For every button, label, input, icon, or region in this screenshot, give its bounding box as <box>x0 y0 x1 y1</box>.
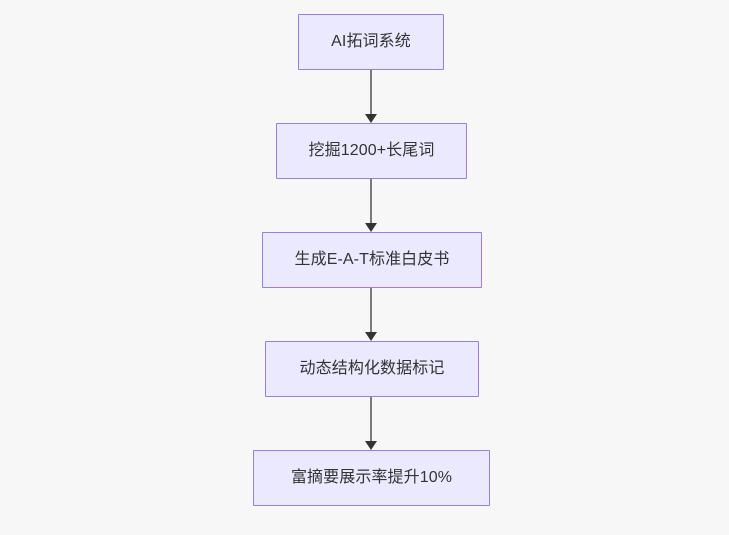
flow-node-4[interactable]: 动态结构化数据标记 <box>265 341 479 397</box>
arrowhead-icon <box>365 114 377 123</box>
flow-node-label: 动态结构化数据标记 <box>299 360 445 377</box>
flow-node-label: 生成E-A-T标准白皮书 <box>294 251 450 268</box>
edge-line <box>370 288 372 332</box>
flow-edge-2 <box>362 179 380 232</box>
flow-node-label: 富摘要展示率提升10% <box>290 469 453 486</box>
flow-node-label: AI拓词系统 <box>331 33 411 50</box>
flow-node-5[interactable]: 富摘要展示率提升10% <box>253 450 490 506</box>
edge-line <box>370 70 372 114</box>
flow-node-2[interactable]: 挖掘1200+长尾词 <box>276 123 467 179</box>
arrowhead-icon <box>365 332 377 341</box>
flow-edge-1 <box>362 70 380 123</box>
arrowhead-icon <box>365 223 377 232</box>
edge-line <box>370 179 372 223</box>
flow-edge-4 <box>362 397 380 450</box>
arrowhead-icon <box>365 441 377 450</box>
edge-line <box>370 397 372 441</box>
flow-edge-3 <box>362 288 380 341</box>
flow-node-1[interactable]: AI拓词系统 <box>298 14 444 70</box>
flow-node-label: 挖掘1200+长尾词 <box>308 142 435 159</box>
flow-node-3[interactable]: 生成E-A-T标准白皮书 <box>262 232 482 288</box>
